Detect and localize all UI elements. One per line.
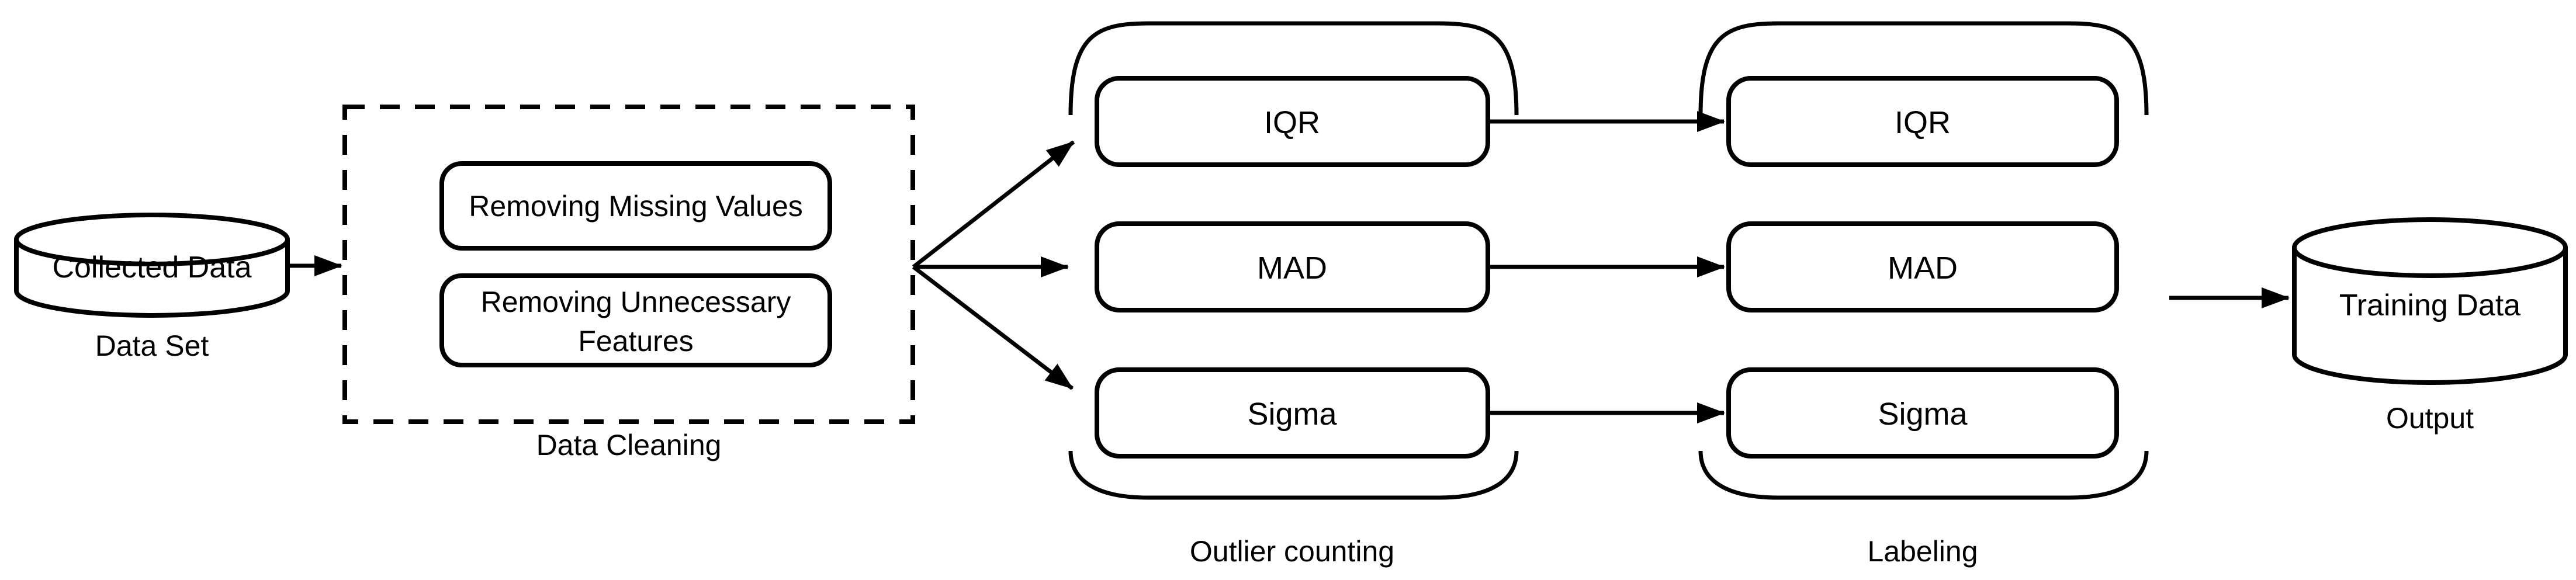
step-removing-missing-values: Removing Missing Values <box>439 161 832 251</box>
method-box <box>1726 367 2119 459</box>
outlier-mad-label: MAD <box>1257 251 1327 286</box>
outlier-sigma-box: Sigma <box>1095 367 1490 459</box>
labeling-sigma-box: Sigma <box>1726 367 2119 459</box>
labeling-group-bottom-brace <box>1698 450 2149 500</box>
step-box <box>439 161 832 251</box>
method-box <box>1726 221 2119 312</box>
output-caption: Output <box>2386 402 2474 435</box>
step-box <box>439 273 832 367</box>
step-label-line2: Features <box>578 325 693 357</box>
labeling-sigma-label: Sigma <box>1878 397 1968 432</box>
labeling-group-top-brace <box>1698 21 2149 116</box>
data-cleaning-caption: Data Cleaning <box>536 429 722 461</box>
step-removing-unnecessary-features: Removing Unnecessary Features <box>439 273 832 367</box>
labeling-mad-label: MAD <box>1888 251 1958 286</box>
outlier-mad-box: MAD <box>1095 221 1490 312</box>
fanout-arrow-sigma <box>912 265 1074 390</box>
method-box <box>1095 76 1490 167</box>
cylinder-top <box>2292 217 2568 278</box>
method-box <box>1095 367 1490 459</box>
data-cleaning-box <box>342 105 915 424</box>
outlier-iqr-label: IQR <box>1264 105 1320 140</box>
outlier-group-bottom-brace <box>1068 450 1519 500</box>
step-label: Removing Missing Values <box>469 190 803 223</box>
training-data-cylinder: Training Data <box>2292 217 2568 385</box>
training-data-label: Training Data <box>2339 289 2520 322</box>
step-label-line1: Removing Unnecessary <box>481 286 791 318</box>
labeling-iqr-label: IQR <box>1895 105 1951 140</box>
method-box <box>1726 76 2119 167</box>
collected-data-label: Collected Data <box>52 251 251 284</box>
outlier-iqr-box: IQR <box>1095 76 1490 167</box>
collected-data-cylinder: Collected Data <box>14 213 290 318</box>
cylinder-body <box>2292 248 2568 385</box>
labeling-iqr-box: IQR <box>1726 76 2119 167</box>
outlier-group-top-brace <box>1068 21 1519 116</box>
labeling-caption: Labeling <box>1867 535 1978 568</box>
outlier-caption: Outlier counting <box>1190 535 1394 568</box>
method-box <box>1095 221 1490 312</box>
fanout-arrow-iqr <box>912 140 1075 269</box>
labeling-mad-box: MAD <box>1726 221 2119 312</box>
dataset-caption: Data Set <box>95 329 209 362</box>
outlier-sigma-label: Sigma <box>1247 397 1337 432</box>
cylinder-top <box>14 213 290 266</box>
